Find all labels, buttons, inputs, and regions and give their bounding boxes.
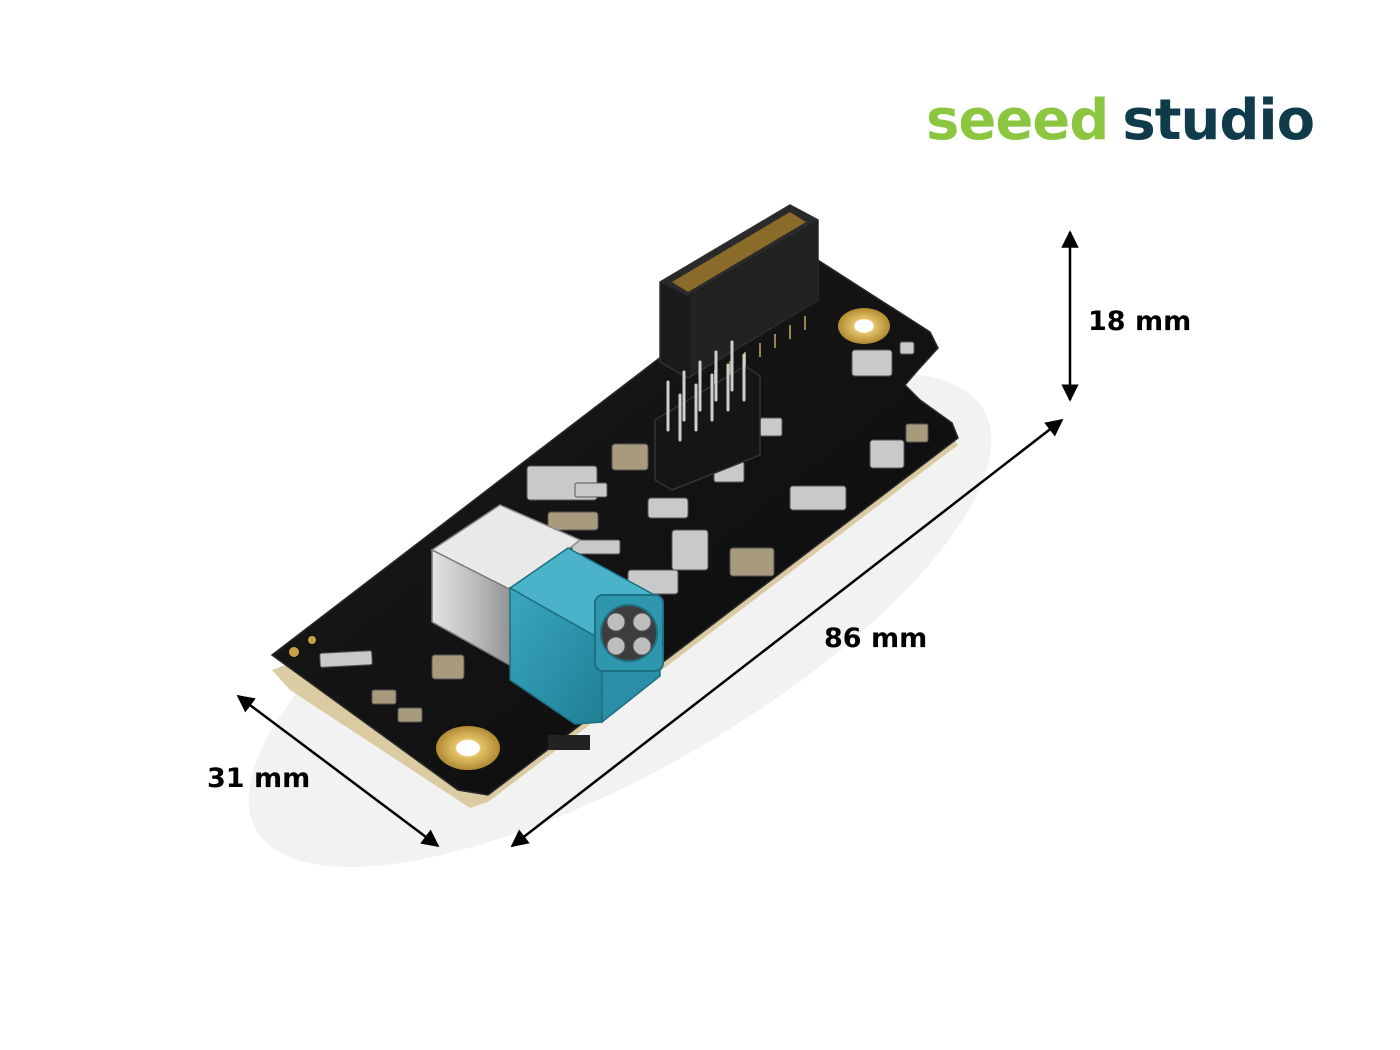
- brand-word-seeed: seeed: [926, 88, 1109, 153]
- dimension-arrow-width: [236, 694, 440, 848]
- mounting-hole-front: [436, 726, 500, 770]
- dimension-label-width: 31 mm: [207, 763, 311, 794]
- dimension-label-length: 86 mm: [824, 623, 928, 654]
- dimension-arrow-length: [510, 418, 1064, 848]
- brand-word-studio: studio: [1122, 88, 1315, 153]
- dimension-label-height: 18 mm: [1088, 306, 1192, 337]
- mounting-hole-back: [838, 308, 890, 344]
- board-to-board-connector: [659, 204, 819, 392]
